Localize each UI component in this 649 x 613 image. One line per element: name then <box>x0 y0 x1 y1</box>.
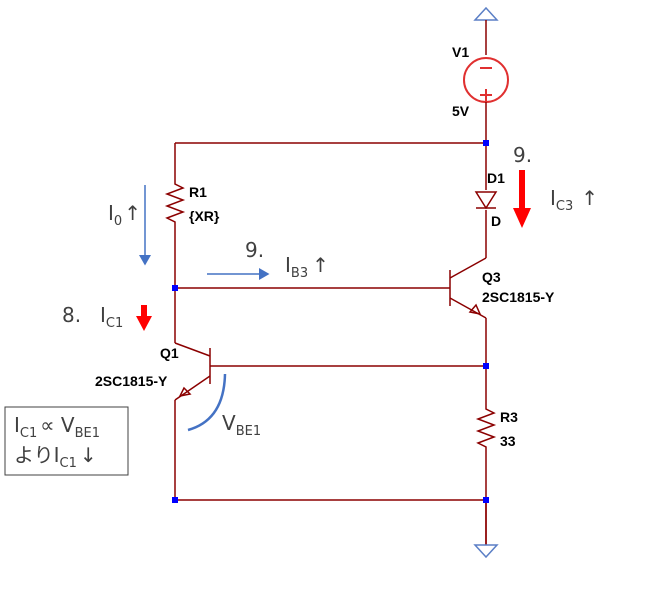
resistor-r3 <box>475 405 497 455</box>
ic3-number: 9. <box>513 143 532 167</box>
ground-symbol <box>473 500 499 559</box>
q3-value: 2SC1815-Y <box>482 289 555 305</box>
vbe1-label: VBE1 <box>222 411 261 439</box>
supply-symbol <box>473 6 499 55</box>
r3-value: 33 <box>500 433 516 449</box>
note-box <box>4 406 129 476</box>
q3-name: Q3 <box>482 269 501 285</box>
note-line2: よりIC1↓ <box>14 443 97 471</box>
wires <box>174 102 487 545</box>
q1-name: Q1 <box>160 345 179 361</box>
ic1-number: 8. <box>62 303 81 327</box>
ic1-red-arrow <box>136 305 152 331</box>
ic3-label: IC3↑ <box>550 186 598 214</box>
vbe1-arc <box>187 373 227 432</box>
junction-nodes <box>172 140 489 503</box>
diode-d1 <box>474 191 498 210</box>
note-line1: IC1∝ VBE1 <box>14 413 100 441</box>
voltage-source-v1 <box>463 57 509 103</box>
v1-name: V1 <box>452 44 469 60</box>
ic1-label: IC1 <box>100 303 123 331</box>
d1-value: D <box>491 213 501 229</box>
r3-name: R3 <box>500 409 518 425</box>
ic3-red-arrow <box>513 170 531 228</box>
transistor-q1 <box>174 342 211 401</box>
resistor-r1 <box>164 180 186 226</box>
d1-name: D1 <box>487 170 505 186</box>
r1-value: {XR} <box>189 208 220 224</box>
i0-label: I0↑ <box>108 201 141 229</box>
transistor-q3 <box>449 257 487 319</box>
q1-value: 2SC1815-Y <box>95 373 168 389</box>
ib3-label: IB3↑ <box>285 253 329 281</box>
r1-name: R1 <box>189 184 207 200</box>
v1-value: 5V <box>452 103 470 119</box>
ib3-number: 9. <box>245 238 264 262</box>
